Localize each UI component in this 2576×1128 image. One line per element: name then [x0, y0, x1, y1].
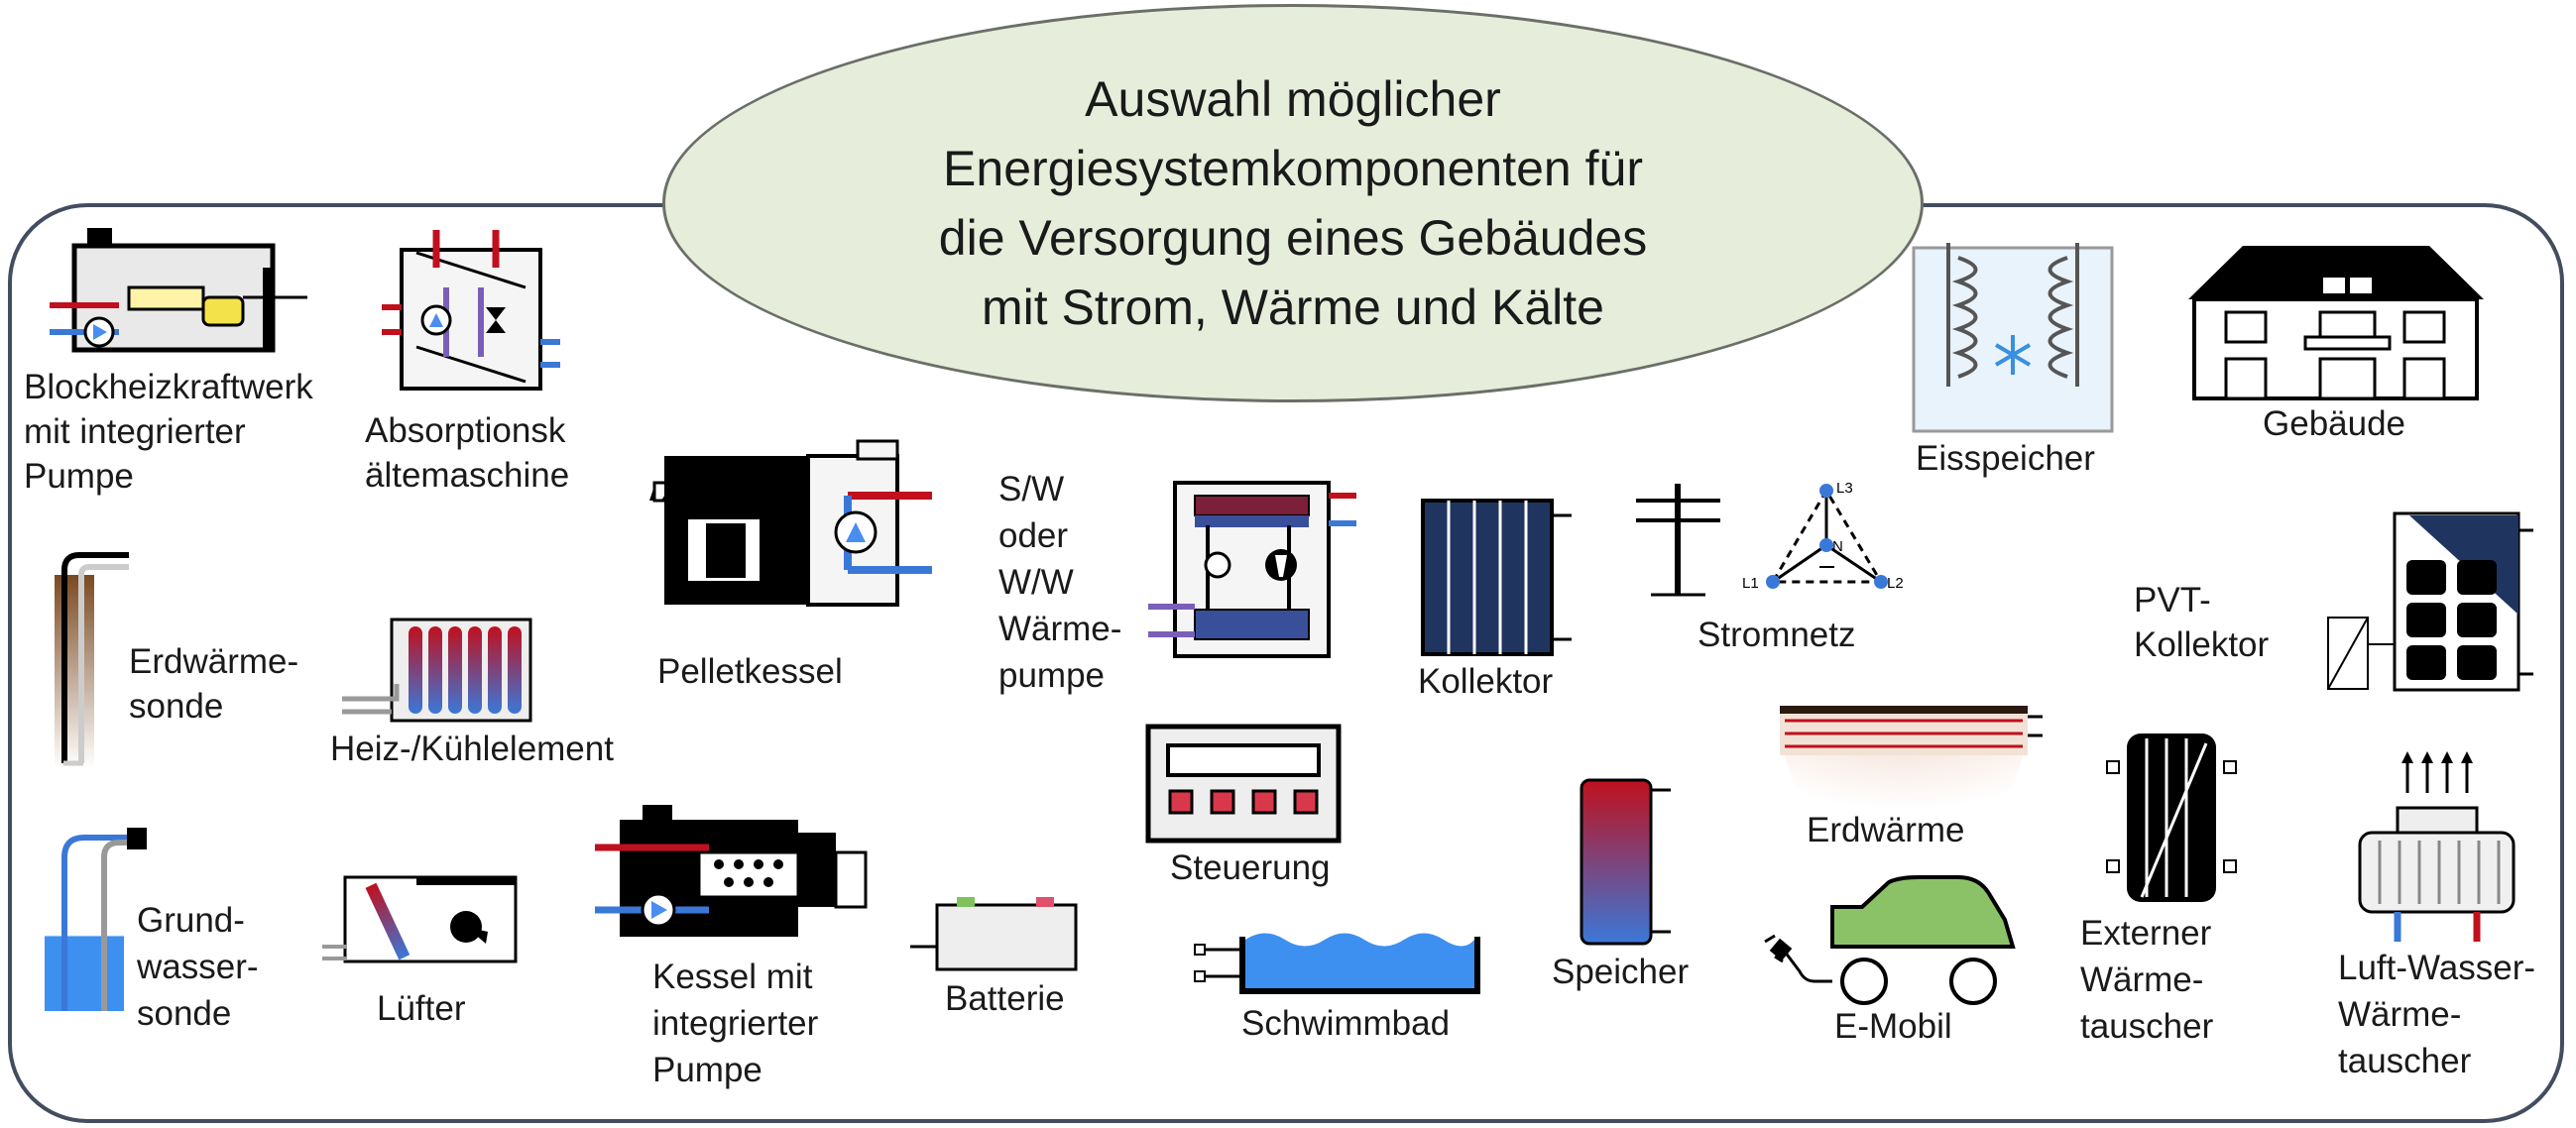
label-gebaeude: Gebäude — [2263, 404, 2406, 443]
label-pvt: PVT-Kollektor — [2134, 581, 2270, 664]
pellet-boiler-icon — [649, 439, 932, 607]
label-emobil: E-Mobil — [1834, 1007, 1952, 1046]
groundwater-probe-icon — [45, 828, 147, 1011]
controller-icon — [1145, 724, 1342, 844]
fan-icon — [322, 875, 518, 963]
ground-probe-icon — [55, 552, 129, 768]
ice-storage-icon — [1912, 243, 2114, 433]
title-ellipse: Auswahl möglicher Energiesystemkomponent… — [662, 4, 1924, 402]
label-speicher: Speicher — [1552, 953, 1690, 991]
battery-icon — [910, 897, 1078, 971]
label-erdwaermesonde: Erdwärme-sonde — [129, 642, 299, 726]
absorption-chiller-icon — [382, 230, 560, 391]
radiator-icon — [342, 618, 532, 723]
grid-label-l3: L3 — [1836, 480, 1853, 497]
geothermal-icon — [1780, 706, 2043, 833]
electric-car-icon — [1764, 875, 2016, 1005]
grid-label-l2: L2 — [1887, 575, 1904, 592]
label-pelletkessel: Pelletkessel — [657, 652, 843, 691]
label-stromnetz: Stromnetz — [1698, 616, 1856, 654]
grid-label-n: N — [1832, 538, 1843, 555]
label-erdwaerme: Erdwärme — [1807, 811, 1965, 849]
boiler-icon — [595, 805, 868, 937]
label-kollektor: Kollektor — [1418, 662, 1554, 701]
air-water-heat-exchanger-icon — [2358, 751, 2516, 942]
external-heat-exchanger-icon — [2106, 733, 2237, 902]
label-heizelement: Heiz-/Kühlelement — [330, 730, 614, 768]
heat-pump-icon — [1148, 481, 1356, 658]
label-steuerung: Steuerung — [1170, 848, 1331, 887]
diagram-title: Auswahl möglicher Energiesystemkomponent… — [938, 71, 1648, 335]
building-icon — [2188, 246, 2484, 400]
grid-label-l1: L1 — [1742, 575, 1759, 592]
snowflake-icon — [1994, 335, 2032, 375]
label-eisspeicher: Eisspeicher — [1916, 439, 2095, 478]
power-grid-icon: L3 L1 L2 N — [1636, 480, 1904, 597]
label-batterie: Batterie — [945, 979, 1065, 1018]
label-luefter: Lüfter — [377, 989, 466, 1028]
solar-collector-icon — [1421, 499, 1572, 656]
pool-icon — [1194, 933, 1480, 994]
storage-tank-icon — [1580, 778, 1671, 946]
label-luft-wasser: Luft-Wasser-Wärme-tauscher — [2338, 949, 2536, 1080]
label-schwimmbad: Schwimmbad — [1241, 1004, 1451, 1043]
pvt-collector-icon — [2327, 511, 2533, 692]
label-grundwassersonde: Grund-wasser-sonde — [137, 901, 259, 1033]
bhkw-icon — [50, 228, 307, 353]
